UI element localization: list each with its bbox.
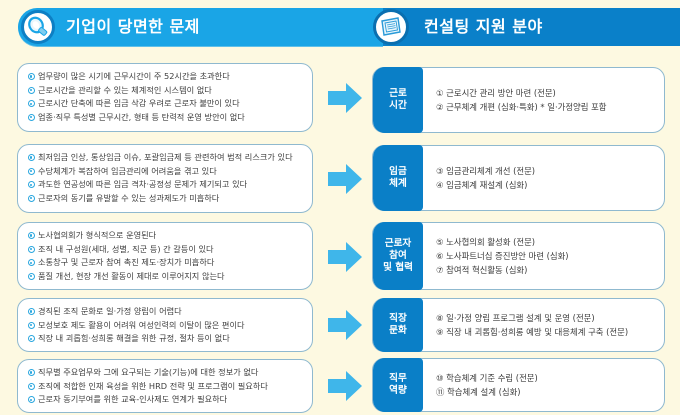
header-right-bar bbox=[383, 8, 680, 46]
bullet-icon bbox=[28, 86, 35, 94]
solution-list: ⑤ 노사협의회 활성화 (전문) ⑥ 노사파트너십 증진방안 마련 (심화) ⑦… bbox=[436, 235, 569, 277]
category-tile-worker-participation: 근로자 참여 및 협력 bbox=[373, 222, 423, 290]
category-tile-wage-system: 임금 체계 bbox=[373, 145, 423, 211]
problem-box-working-hours: 업무량이 많은 시기에 근무시간이 주 52시간을 초과한다 근로시간을 관리할… bbox=[17, 63, 313, 132]
bullet-icon bbox=[28, 396, 35, 404]
solution-item: ① 근로시간 관리 방안 마련 (전문) bbox=[436, 88, 556, 98]
problem-item: 근로자 동기부여를 위한 교육-인사제도 연계가 필요하다 bbox=[28, 393, 312, 407]
problems-heading: 기업이 당면한 문제 bbox=[66, 17, 200, 36]
bullet-icon bbox=[28, 100, 35, 108]
consulting-heading: 컨설팅 지원 분야 bbox=[424, 17, 543, 36]
solution-item: ③ 임금관리체계 개선 (전문) bbox=[436, 166, 536, 176]
solution-item: ④ 임금체계 재설계 (심화) bbox=[436, 180, 528, 190]
solution-list: ① 근로시간 관리 방안 마련 (전문) ② 근무체계 개편 (심화·특화) *… bbox=[436, 86, 607, 114]
solution-item: ⑩ 학습체계 기준 수립 (전문) bbox=[436, 373, 538, 383]
problem-item: 과도한 연공성에 따른 임금 격차·공정성 문제가 제기되고 있다 bbox=[28, 178, 312, 192]
bullet-icon bbox=[28, 369, 35, 377]
bullet-icon bbox=[28, 232, 35, 240]
problem-item: 업무량이 많은 시기에 근무시간이 주 52시간을 초과한다 bbox=[28, 70, 312, 84]
arrow-right-icon bbox=[328, 371, 362, 401]
problem-box-workplace-culture: 경직된 조직 문화로 일·가정 양립이 어렵다 모성보호 제도 활용이 어려워 … bbox=[17, 298, 313, 352]
solution-list: ③ 임금관리체계 개선 (전문) ④ 임금체계 재설계 (심화) bbox=[436, 164, 535, 192]
solution-item: ⑨ 직장 내 괴롭힘·성희롱 예방 및 대응체계 구축 (전문) bbox=[436, 327, 629, 337]
category-tile-job-competency: 직무 역량 bbox=[373, 358, 423, 412]
solution-item: ⑦ 참여적 혁신활동 (심화) bbox=[436, 265, 528, 275]
problem-item: 소통창구 및 근로자 참여 촉진 제도·장치가 미흡하다 bbox=[28, 256, 312, 270]
problem-item: 직무별 주요업무와 그에 요구되는 기술(기능)에 대한 정보가 없다 bbox=[28, 366, 312, 380]
bullet-icon bbox=[28, 181, 35, 189]
bullet-icon bbox=[28, 154, 35, 162]
problem-item: 근로시간 단축에 따른 임금 삭감 우려로 근로자 불만이 있다 bbox=[28, 97, 312, 111]
problem-item: 조직에 적합한 인재 육성을 위한 HRD 전략 및 프로그램이 필요하다 bbox=[28, 380, 312, 394]
bullet-icon bbox=[28, 245, 35, 253]
magnifier-icon bbox=[21, 10, 55, 44]
solution-box-worker-participation: 근로자 참여 및 협력 ⑤ 노사협의회 활성화 (전문) ⑥ 노사파트너십 증진… bbox=[372, 222, 665, 290]
problem-box-wage-system: 최저임금 인상, 통상임금 이슈, 포괄임금제 등 관련하여 법적 리스크가 있… bbox=[17, 144, 313, 213]
problem-item: 직장 내 괴롭힘·성희롱 해결을 위한 규정, 절차 등이 없다 bbox=[28, 332, 312, 346]
arrow-right-icon bbox=[328, 242, 362, 272]
solution-item: ⑥ 노사파트너십 증진방안 마련 (심화) bbox=[436, 251, 569, 261]
solution-list: ⑧ 일·가정 양립 프로그램 설계 및 운영 (전문) ⑨ 직장 내 괴롭힘·성… bbox=[436, 311, 628, 339]
bullet-icon bbox=[28, 321, 35, 329]
bullet-icon bbox=[28, 273, 35, 281]
bullet-icon bbox=[28, 259, 35, 267]
bullet-icon bbox=[28, 195, 35, 203]
problem-box-worker-participation: 노사협의회가 형식적으로 운영된다 조직 내 구성원(세대, 성별, 직군 등)… bbox=[17, 222, 313, 290]
header-left-bar bbox=[18, 8, 383, 46]
solution-box-workplace-culture: 직장 문화 ⑧ 일·가정 양립 프로그램 설계 및 운영 (전문) ⑨ 직장 내… bbox=[372, 298, 665, 352]
problem-item: 수당체계가 복잡하여 임금관리에 어려움을 겪고 있다 bbox=[28, 165, 312, 179]
problem-item: 근로시간을 관리할 수 있는 체계적인 시스템이 없다 bbox=[28, 84, 312, 98]
arrow-right-icon bbox=[328, 310, 362, 340]
category-tile-workplace-culture: 직장 문화 bbox=[373, 298, 423, 352]
solution-item: ② 근무체계 개편 (심화·특화) * 일·가정양립 포함 bbox=[436, 102, 607, 112]
problem-item: 업종·직무 특성별 근무시간, 형태 등 탄력적 운영 방안이 없다 bbox=[28, 111, 312, 125]
problem-item: 경직된 조직 문화로 일·가정 양립이 어렵다 bbox=[28, 305, 312, 319]
problem-item: 품질 개선, 현장 개선 활동이 제대로 이루어지지 않는다 bbox=[28, 270, 312, 284]
bullet-icon bbox=[28, 335, 35, 343]
bullet-icon bbox=[28, 308, 35, 316]
problem-item: 조직 내 구성원(세대, 성별, 직군 등) 간 갈등이 있다 bbox=[28, 243, 312, 257]
solution-box-wage-system: 임금 체계 ③ 임금관리체계 개선 (전문) ④ 임금체계 재설계 (심화) bbox=[372, 145, 665, 211]
document-board-icon bbox=[373, 9, 409, 45]
solution-box-working-hours: 근로 시간 ① 근로시간 관리 방안 마련 (전문) ② 근무체계 개편 (심화… bbox=[372, 67, 665, 133]
arrow-right-icon bbox=[328, 83, 362, 113]
arrow-right-icon bbox=[328, 164, 362, 194]
solution-item: ⑧ 일·가정 양립 프로그램 설계 및 운영 (전문) bbox=[436, 313, 595, 323]
header-bar: 기업이 당면한 문제 컨설팅 지원 분야 bbox=[18, 8, 680, 46]
problem-item: 모성보호 제도 활용이 어려워 여성인력의 이탈이 많은 편이다 bbox=[28, 319, 312, 333]
solution-item: ⑤ 노사협의회 활성화 (전문) bbox=[436, 237, 536, 247]
category-tile-working-hours: 근로 시간 bbox=[373, 67, 423, 133]
bullet-icon bbox=[28, 167, 35, 175]
solution-list: ⑩ 학습체계 기준 수립 (전문) ⑪ 학습체계 설계 (심화) bbox=[436, 371, 538, 399]
solution-item: ⑪ 학습체계 설계 (심화) bbox=[436, 387, 521, 397]
solution-box-job-competency: 직무 역량 ⑩ 학습체계 기준 수립 (전문) ⑪ 학습체계 설계 (심화) bbox=[372, 358, 665, 412]
problem-item: 노사협의회가 형식적으로 운영된다 bbox=[28, 229, 312, 243]
problem-item: 최저임금 인상, 통상임금 이슈, 포괄임금제 등 관련하여 법적 리스크가 있… bbox=[28, 151, 312, 165]
bullet-icon bbox=[28, 73, 35, 81]
bullet-icon bbox=[28, 382, 35, 390]
bullet-icon bbox=[28, 114, 35, 122]
problem-box-job-competency: 직무별 주요업무와 그에 요구되는 기술(기능)에 대한 정보가 없다 조직에 … bbox=[17, 359, 313, 413]
problem-item: 근로자의 동기를 유발할 수 있는 성과제도가 미흡하다 bbox=[28, 192, 312, 206]
